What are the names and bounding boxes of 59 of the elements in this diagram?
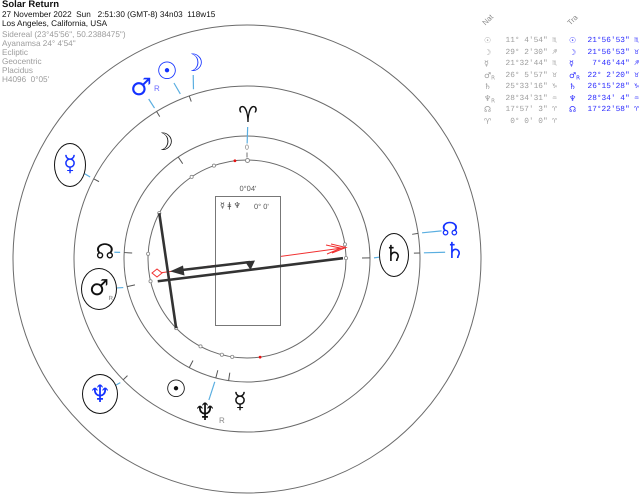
aspect-symbols: ☿ ǂ ♆ [220,202,241,210]
mercury-symbol: ☿ [63,154,77,176]
sun-symbol: ☉ [165,377,187,401]
neptune-symbol: ♆ [194,400,216,424]
neptune-symbol: ♆ [89,382,111,406]
planet-symbol: ☉ [484,37,492,46]
highlight-ellipse [82,374,118,414]
chart-setting: Placidus [2,66,33,76]
chart-setting: Ayanamsa 24° 4'54" [2,39,76,48]
chart-location: Los Angeles, California, USA [2,19,108,28]
moon-symbol: ☽ [152,130,174,154]
mercury-symbol: ☿ [233,391,247,413]
planet-symbol: ♄ [484,83,492,92]
sun-symbol: ☉ [156,59,178,83]
leader-line [116,382,121,386]
highlight-ellipse [54,143,86,187]
leader-line [114,252,120,253]
position-dot [244,158,250,162]
planet-symbol: ♈ [484,118,492,126]
lunar-node-symbol: ☊ [96,242,114,262]
retrograde-mark: R [154,85,160,94]
leader-line [192,74,194,90]
lunar-node-symbol: ☊ [442,220,458,240]
saturn-symbol: ♄ [384,244,404,266]
leader-line [148,98,156,108]
mars-symbol: ♂ [89,278,109,300]
chart-setting: Geocentric [2,57,42,66]
chart-setting: Sidereal (23°45'56", 50.2388475") [2,30,126,40]
leader-line [246,126,248,144]
moon-symbol: ☽ [182,51,204,75]
planet-symbol: ☽ [484,48,492,58]
leader-line [173,82,181,94]
chart-setting: Ecliptic [2,48,28,58]
saturn-symbol: ♄ [445,241,465,263]
highlight-ellipse [379,233,409,277]
leader-line [424,252,446,254]
chart-title: Solar Return [2,0,60,10]
leader-line [116,286,124,289]
chart-datetime: 27 November 2022 Sun 2:51:30 (GMT-8) 34n03 118w15 [2,10,216,20]
mars-symbol: ♂ [130,75,152,99]
planet-symbol: ☿ [569,60,575,69]
planet-symbol: ♆$_{R}$ [484,94,496,104]
leader-line [208,382,216,400]
leader-line [422,230,442,234]
planet-symbol: ☊ [484,106,492,115]
planet-symbol: ☽ [569,48,578,58]
planet-symbol: ☿ [484,60,490,69]
aries-symbol: ♈ [238,105,258,127]
highlight-ellipse [81,268,117,310]
planet-symbol: ☉ [569,37,578,46]
leader-line [84,173,90,178]
planet-symbol: ♄ [569,83,578,92]
planet-symbol: ♂$_{R}$ [569,72,582,80]
leader-line [374,256,380,258]
planet-symbol: ♂$_{R}$ [484,72,496,80]
planet-symbol: ♆ [569,94,578,104]
planet-symbol: ☊ [569,106,578,115]
retrograde-mark: R [219,417,225,426]
chart-setting: H4096 0°05' [2,75,50,84]
